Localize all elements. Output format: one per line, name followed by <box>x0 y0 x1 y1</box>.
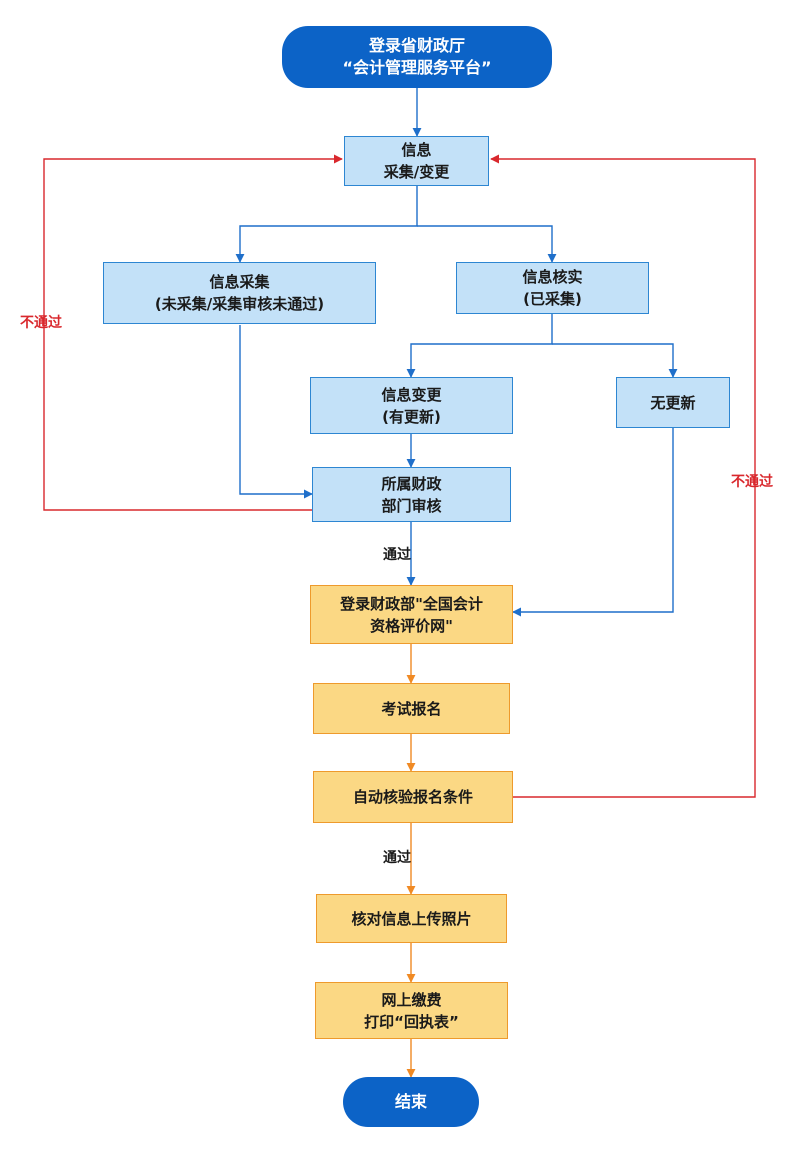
info-verify-line2: (已采集) <box>523 290 582 308</box>
exam-register-line1: 考试报名 <box>381 699 442 718</box>
fail-label-left: 不通过 <box>20 315 62 331</box>
dept-review-line1: 所属财政 <box>381 474 442 493</box>
arrow-verify-to-change <box>406 314 553 378</box>
no-update-line1: 无更新 <box>650 393 696 412</box>
info-change-box: 信息变更 (有更新) <box>310 377 513 434</box>
login-mof-line2: 资格评价网" <box>370 616 453 635</box>
login-mof-box: 登录财政部"全国会计 资格评价网" <box>310 585 513 644</box>
login-mof-line1: 登录财政部"全国会计 <box>340 594 483 613</box>
pass-label-1: 通过 <box>383 547 411 563</box>
info-change-line1: 信息变更 <box>381 385 442 404</box>
upload-photo-box: 核对信息上传照片 <box>316 894 507 943</box>
pay-print-line1: 网上缴费 <box>381 990 442 1009</box>
arrow-info-to-verify <box>417 225 557 263</box>
arrow-noupdate-to-login-mof <box>512 428 674 617</box>
pay-print-box: 网上缴费 打印“回执表” <box>315 982 508 1039</box>
dept-review-line2: 部门审核 <box>381 496 442 515</box>
info-change-line2: (有更新) <box>382 407 441 426</box>
end-terminal: 结束 <box>343 1077 479 1127</box>
info-collect-line2: (未采集/采集审核未通过) <box>154 295 325 313</box>
info-collect-change-line2: 采集/变更 <box>383 163 450 181</box>
info-collect-box: 信息采集 (未采集/采集审核未通过) <box>103 262 376 324</box>
info-collect-change-box: 信息 采集/变更 <box>344 136 489 186</box>
end-line1: 结束 <box>394 1092 427 1111</box>
start-line2: “会计管理服务平台” <box>342 58 492 77</box>
auto-check-box: 自动核验报名条件 <box>313 771 513 823</box>
info-verify-box: 信息核实 (已采集) <box>456 262 649 314</box>
arrow-verify-to-noupdate <box>552 343 678 378</box>
start-line1: 登录省财政厅 <box>368 36 465 55</box>
fail-label-right: 不通过 <box>731 474 773 490</box>
pass-label-2: 通过 <box>383 850 411 866</box>
pay-print-line2: 打印“回执表” <box>364 1012 459 1031</box>
info-verify-line1: 信息核实 <box>522 268 583 286</box>
dept-review-box: 所属财政 部门审核 <box>312 467 511 522</box>
exam-register-box: 考试报名 <box>313 683 510 734</box>
auto-check-line1: 自动核验报名条件 <box>352 788 473 806</box>
info-collect-line1: 信息采集 <box>209 273 270 291</box>
arrow-collect-to-review <box>239 325 313 499</box>
start-terminal: 登录省财政厅 “会计管理服务平台” <box>282 26 552 88</box>
no-update-box: 无更新 <box>616 377 730 428</box>
arrow-info-split <box>235 186 418 263</box>
arrow-reject-left <box>43 154 343 511</box>
info-collect-change-line1: 信息 <box>401 141 432 159</box>
arrow-reject-right <box>490 154 756 798</box>
upload-photo-line1: 核对信息上传照片 <box>351 909 472 928</box>
